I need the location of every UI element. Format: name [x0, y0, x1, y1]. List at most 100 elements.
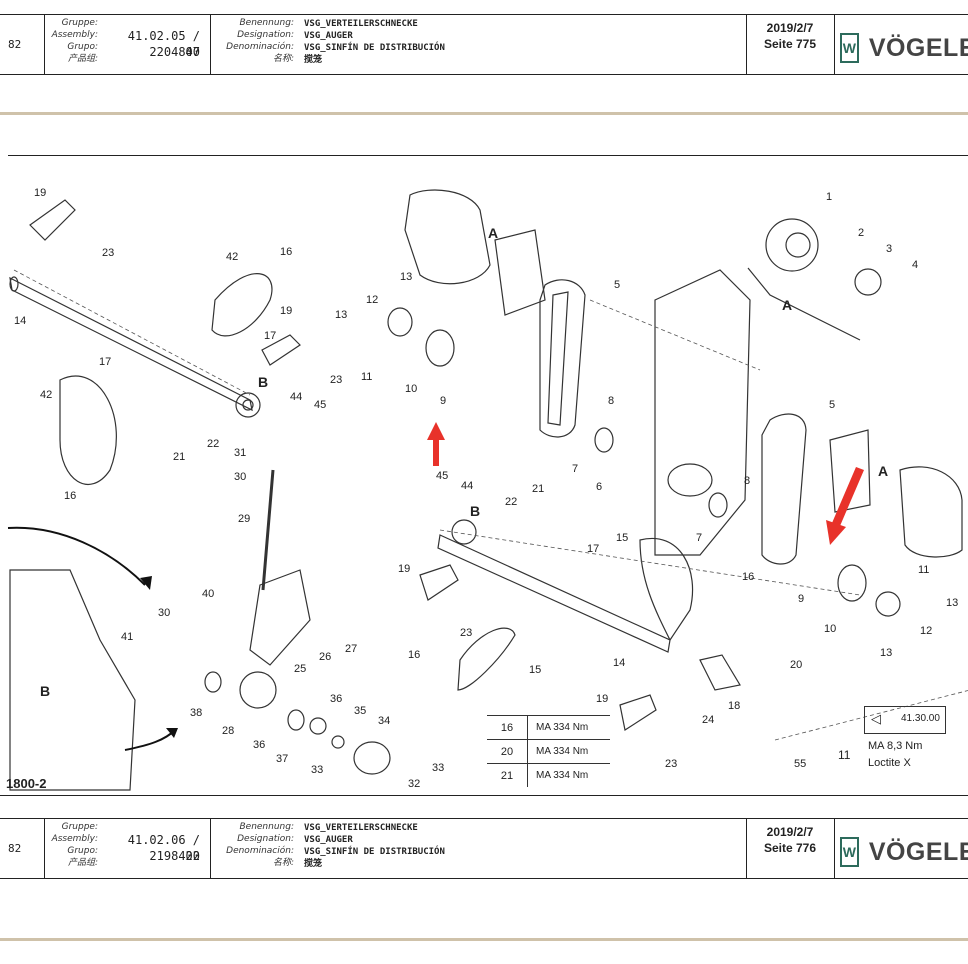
desc-en: VSG_AUGER [304, 835, 353, 845]
detail-label: A [782, 297, 792, 313]
desc-de: VSG_VERTEILERSCHNECKE [304, 19, 418, 29]
callout-number: 17 [99, 356, 111, 368]
callout-number: 12 [920, 625, 932, 637]
label-designation: Designation: [237, 30, 294, 40]
torque-row: 20 MA 334 Nm [487, 739, 610, 764]
note-loctite: Loctite X [868, 757, 911, 769]
page-number: Seite 775 [763, 37, 817, 51]
assembly-number: 41.02.06 / 00 [127, 833, 200, 863]
red-arrow-head-1 [427, 422, 445, 440]
label-cn: 产品组: [67, 858, 98, 868]
frame-line [0, 795, 968, 796]
label-group: Gruppe: [61, 822, 98, 832]
callout-number: 44 [290, 391, 302, 403]
chain-bottom [761, 413, 807, 565]
auger-housing [654, 269, 751, 556]
callout-number: 17 [587, 543, 599, 555]
callout-number: 19 [398, 563, 410, 575]
label-name-cn: 名称: [272, 858, 294, 868]
torque-row: 21 MA 334 Nm [487, 763, 610, 787]
label-assembly: Assembly: [51, 834, 98, 844]
callout-number: 11 [361, 371, 372, 383]
desc-es: VSG_SINFÍN DE DISTRIBUCIÓN [304, 43, 445, 53]
label-designation: Designation: [237, 834, 294, 844]
callout-number: 8 [744, 475, 750, 487]
callout-number: 33 [432, 762, 444, 774]
callout-number: 40 [202, 588, 214, 600]
callout-number: 44 [461, 480, 473, 492]
callout-number: 22 [207, 438, 219, 450]
callout-number: 28 [222, 725, 234, 737]
callout-number: 13 [335, 309, 347, 321]
left-edge-number: 82 [8, 38, 22, 51]
callout-number: 45 [314, 399, 326, 411]
auger-flight-15b [457, 627, 516, 691]
part-number: 2204847 [149, 45, 200, 59]
torque-item: 16 [487, 715, 528, 740]
label-grupo: Grupo: [67, 42, 98, 52]
callout-number: 36 [330, 693, 342, 705]
torque-value: MA 334 Nm [527, 715, 610, 740]
callout-number: 16 [408, 649, 420, 661]
label-group: Gruppe: [61, 18, 98, 28]
auger-flight-42b [211, 273, 273, 337]
left-edge-number: 82 [8, 842, 22, 855]
logo-text: VÖGELE [868, 33, 968, 62]
label-grupo: Grupo: [67, 846, 98, 856]
callout-number: 9 [440, 395, 446, 407]
torque-value: MA 334 Nm [527, 763, 610, 787]
callout-number: 25 [294, 663, 306, 675]
title-block-page2: 82 Gruppe: Assembly: Grupo: 产品组: 41.02.0… [0, 818, 968, 879]
callout-number: 13 [946, 597, 958, 609]
auger-shaft-left [9, 276, 253, 412]
callout-number: 34 [378, 715, 390, 727]
callout-number: 23 [665, 758, 677, 770]
desc-en: VSG_AUGER [304, 31, 353, 41]
note-item: 11 [838, 748, 851, 762]
label-denominacion: Denominación: [226, 846, 294, 856]
desc-cn: 搅笼 [304, 55, 323, 65]
frame-line [8, 155, 968, 156]
callout-number: 16 [742, 571, 754, 583]
red-arrow-shaft-2 [832, 467, 864, 526]
desc-es: VSG_SINFÍN DE DISTRIBUCIÓN [304, 847, 445, 857]
callout-number: 2 [858, 227, 864, 239]
callout-number: 16 [280, 246, 292, 258]
callout-number: 23 [330, 374, 342, 386]
page-separator [0, 938, 968, 941]
machine-frame [9, 569, 136, 791]
callout-number: 37 [276, 753, 288, 765]
callout-number: 55 [794, 758, 806, 770]
note-torque: MA 8,3 Nm [868, 740, 923, 752]
torque-row: 16 MA 334 Nm [487, 715, 610, 740]
callout-number: 8 [608, 395, 614, 407]
callout-number: 41 [121, 631, 133, 643]
callout-number: 14 [14, 315, 26, 327]
callout-number: 5 [614, 279, 620, 291]
callout-number: 21 [532, 483, 544, 495]
logo-text: VÖGELE [868, 837, 968, 866]
callout-number: 7 [572, 463, 578, 475]
callout-number: 31 [234, 447, 246, 459]
label-name-cn: 名称: [272, 54, 294, 64]
callout-number: 20 [790, 659, 802, 671]
detail-label: B [470, 503, 480, 519]
desc-cn: 搅笼 [304, 859, 323, 869]
chain-top [539, 279, 586, 438]
torque-item: 21 [487, 763, 528, 787]
label-cn: 产品组: [67, 54, 98, 64]
label-assembly: Assembly: [51, 30, 98, 40]
reference-box: ◁ 41.30.00 [864, 706, 946, 734]
callout-number: 9 [798, 593, 804, 605]
sheet-label: 1800-2 [6, 776, 47, 791]
callout-number: 42 [226, 251, 238, 263]
callout-number: 10 [405, 383, 417, 395]
desc-de: VSG_VERTEILERSCHNECKE [304, 823, 418, 833]
voegele-logo: W VÖGELE [836, 28, 968, 68]
callout-number: 15 [616, 532, 628, 544]
callout-number: 11 [918, 564, 929, 576]
label-benennung: Benennung: [239, 822, 294, 832]
callout-number: 24 [702, 714, 714, 726]
callout-number: 13 [880, 647, 892, 659]
title-block-page1: 82 Gruppe: Assembly: Grupo: 产品组: 41.02.0… [0, 14, 968, 75]
